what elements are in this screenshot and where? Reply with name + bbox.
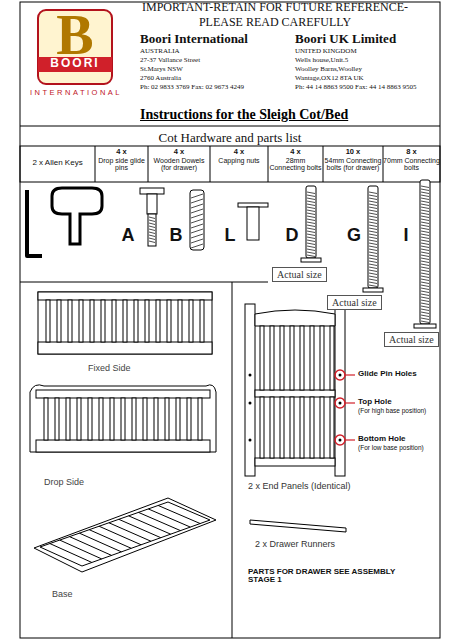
- label: UNITED KINGDOM: [295, 48, 357, 55]
- drop-side: [30, 385, 216, 452]
- label: INTERNATIONAL: [26, 89, 126, 97]
- label: Capping nuts: [210, 157, 268, 164]
- drawer-runner: [250, 520, 346, 532]
- label: Wantage,OX12 8TA UK: [295, 75, 364, 82]
- label: 2 x End Panels (Identical): [248, 482, 351, 491]
- label: Ph: 02 9833 3769 Fax: 02 9673 4249: [140, 84, 244, 91]
- label: Boori International: [140, 32, 248, 46]
- label: Base: [52, 590, 73, 599]
- label: A: [118, 226, 138, 245]
- box-label: Actual size: [277, 269, 322, 280]
- box-label: Actual size: [389, 334, 434, 345]
- wooden-dowel: [190, 190, 204, 250]
- label: 4 x: [148, 148, 210, 156]
- page-frame: [20, 2, 440, 638]
- base: [34, 498, 216, 572]
- label: 4 x: [210, 148, 268, 156]
- label: B: [166, 226, 186, 245]
- hole-marker: [249, 370, 356, 445]
- divider: [20, 126, 440, 127]
- label: (For high base position): [358, 408, 426, 415]
- label: D: [282, 226, 302, 245]
- label: Wooden Dowels (for drawer): [148, 157, 210, 172]
- capping-nut: [238, 203, 268, 207]
- allen-key: [52, 188, 102, 244]
- label: I: [396, 226, 416, 245]
- label: IMPORTANT-RETAIN FOR FUTURE REFERENCE-: [125, 1, 425, 14]
- bolt-28mm: [301, 258, 321, 262]
- glide-pin: [147, 194, 157, 214]
- label: 54mm Connecting bolts (for drawer): [323, 157, 383, 172]
- label: Ph: 44 14 8863 9500 Fax: 44 14 8863 9505: [295, 84, 417, 91]
- bolt-70mm: [420, 180, 430, 324]
- bolt-70mm: [414, 324, 436, 328]
- label: St.Marys NSW: [140, 66, 183, 73]
- label: 4 x: [268, 148, 323, 156]
- logo-band: [38, 57, 112, 72]
- glide-pin: [140, 188, 164, 194]
- bolt-54mm: [368, 186, 378, 288]
- label: Woolley Barns,Woolley: [295, 66, 362, 73]
- label: B: [38, 6, 112, 65]
- label: Boori UK Limited: [295, 32, 396, 46]
- section-line: [232, 282, 233, 638]
- label: Fixed Side: [88, 364, 131, 373]
- label: L: [220, 226, 240, 245]
- label: BOORI: [38, 57, 112, 70]
- label: 8 x: [383, 148, 440, 156]
- label: Drop Side: [44, 478, 84, 487]
- capping-nut: [247, 207, 259, 240]
- bolt-54mm: [363, 288, 383, 292]
- label: PARTS FOR DRAWER SEE ASSEMBLY STAGE 1: [248, 568, 408, 585]
- section-line: [20, 282, 268, 283]
- actual-size-box: Actual size: [384, 332, 439, 347]
- box-label: Actual size: [332, 297, 377, 308]
- label: Cot Hardware and parts list: [20, 131, 440, 145]
- label: Bottom Hole: [358, 435, 406, 443]
- actual-size-box: Actual size: [272, 267, 327, 282]
- label: 27-37 Vallance Street: [140, 57, 200, 64]
- label: 4 x: [95, 148, 148, 156]
- allen-key: [27, 190, 42, 256]
- label: G: [344, 226, 364, 245]
- actual-size-box: Actual size: [327, 295, 382, 310]
- label: Drop side glide pins: [95, 157, 148, 172]
- label: 10 x: [323, 148, 383, 156]
- label: AUSTRALIA: [140, 48, 180, 55]
- glide-pin: [148, 214, 156, 246]
- title: Instructions for the Sleigh Cot/Bed: [140, 107, 348, 123]
- bolt-28mm: [306, 186, 316, 258]
- label: (For low base position): [358, 445, 424, 452]
- label: 2 x Allen Keys: [20, 159, 95, 167]
- end-panel: [245, 304, 345, 476]
- label: 70mm Connecting bolts: [383, 157, 440, 172]
- label: Top Hole: [358, 398, 392, 406]
- parts-table: [20, 146, 440, 182]
- label: PLEASE READ CAREFULLY: [125, 16, 425, 29]
- label: 28mm Connecting bolts: [268, 157, 323, 172]
- fixed-side: [38, 292, 212, 354]
- label: Wells house,Unit.5: [295, 57, 348, 64]
- label: 2 x Drawer Runners: [255, 540, 335, 549]
- label: 2760 Australia: [140, 75, 181, 82]
- label: Glide Pin Holes: [358, 370, 417, 378]
